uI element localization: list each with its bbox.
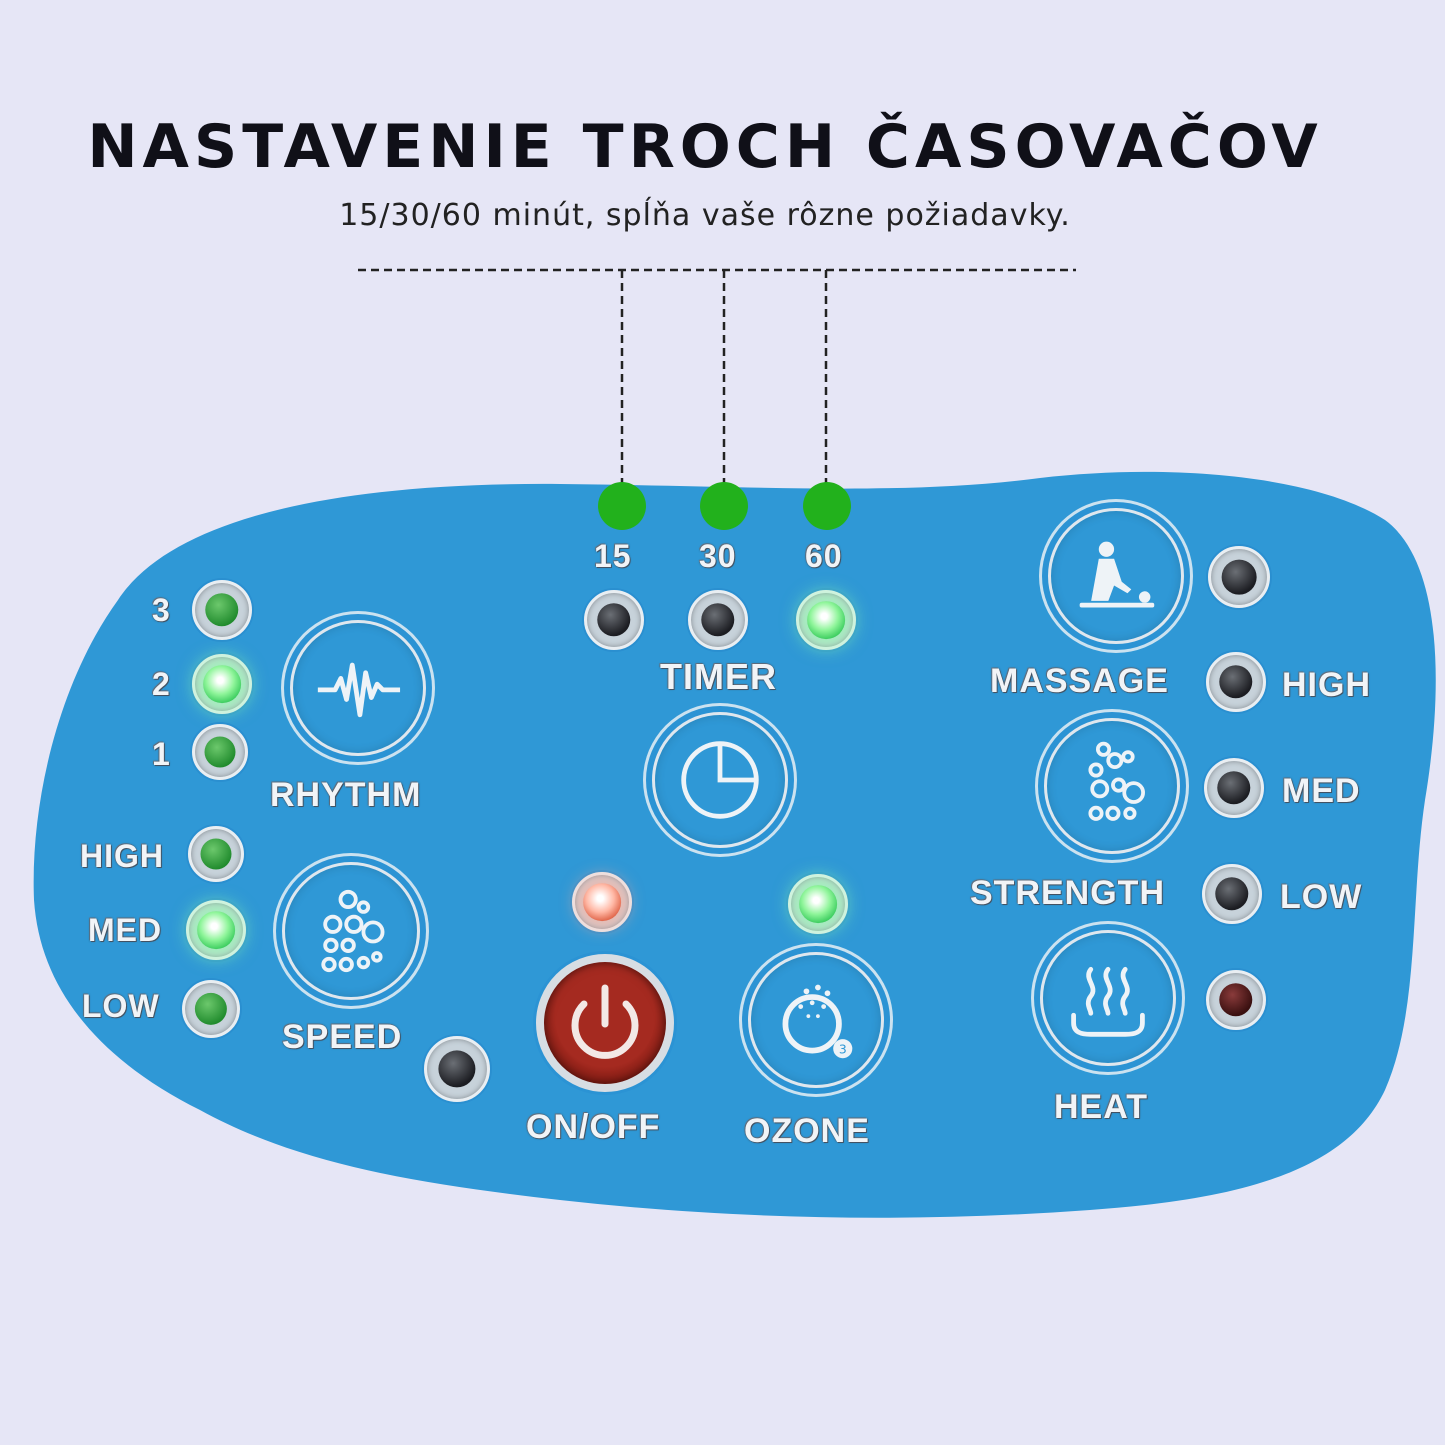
rhythm-1-indicator xyxy=(192,724,248,780)
rhythm-button[interactable] xyxy=(290,620,426,756)
strength-low-indicator xyxy=(1202,864,1262,924)
speed-med-label: MED xyxy=(88,912,163,948)
speed-med-indicator xyxy=(186,900,246,960)
timer-60-callout-dot xyxy=(803,482,851,530)
rhythm-level-1-label: 1 xyxy=(152,736,171,772)
massage-indicator xyxy=(1208,546,1270,608)
strength-med-label: MED xyxy=(1282,772,1361,810)
heat-indicator xyxy=(1206,970,1266,1030)
page-subtitle: 15/30/60 minút, spĺňa vaše rôzne požiada… xyxy=(339,198,1071,233)
strength-med-indicator xyxy=(1204,758,1264,818)
power-icon xyxy=(571,984,639,1059)
ozone-o3-icon: 3 xyxy=(782,984,853,1059)
timer-option-15-label: 15 xyxy=(594,538,632,574)
ozone-indicator xyxy=(788,874,848,934)
timer-15-callout-dot xyxy=(598,482,646,530)
speed-label: SPEED xyxy=(282,1018,403,1056)
rhythm-3-indicator xyxy=(192,580,252,640)
ozone-label: OZONE xyxy=(744,1112,870,1150)
heat-waves-icon xyxy=(1071,966,1145,1037)
timer-60-indicator xyxy=(796,590,856,650)
speed-low-indicator xyxy=(182,980,240,1038)
strength-high-indicator xyxy=(1206,652,1266,712)
page-title: NASTAVENIE TROCH ČASOVAČOV xyxy=(87,112,1323,182)
bubbles-icon xyxy=(1088,741,1145,821)
power-button[interactable] xyxy=(536,954,674,1092)
massage-label: MASSAGE xyxy=(990,662,1169,700)
speed-high-indicator xyxy=(188,826,244,882)
rhythm-level-2-label: 2 xyxy=(152,666,171,702)
clock-pie-icon xyxy=(681,741,759,819)
strength-button[interactable] xyxy=(1044,718,1180,854)
rhythm-label: RHYTHM xyxy=(270,776,422,814)
timer-callout-lines xyxy=(358,268,1076,490)
strength-low-label: LOW xyxy=(1280,878,1363,916)
heat-label: HEAT xyxy=(1054,1088,1149,1126)
rhythm-2-indicator xyxy=(192,654,252,714)
strength-label: STRENGTH xyxy=(970,874,1165,912)
rhythm-level-3-label: 3 xyxy=(152,592,171,628)
speed-aux-indicator xyxy=(424,1036,490,1102)
massage-person-icon xyxy=(1079,541,1155,608)
timer-option-60-label: 60 xyxy=(805,538,843,574)
massage-button[interactable] xyxy=(1048,508,1184,644)
timer-label: TIMER xyxy=(660,656,777,697)
svg-text:3: 3 xyxy=(839,1041,847,1056)
timer-option-30-label: 30 xyxy=(699,538,737,574)
ozone-button[interactable]: 3 xyxy=(748,952,884,1088)
strength-high-label: HIGH xyxy=(1282,666,1371,704)
bubbles-icon xyxy=(321,889,385,973)
speed-high-label: HIGH xyxy=(80,838,164,874)
timer-30-indicator xyxy=(688,590,748,650)
timer-15-indicator xyxy=(584,590,644,650)
timer-button[interactable] xyxy=(652,712,788,848)
heartbeat-wave-icon xyxy=(317,662,401,718)
power-label: ON/OFF xyxy=(526,1108,661,1146)
speed-low-label: LOW xyxy=(82,988,160,1024)
timer-30-callout-dot xyxy=(700,482,748,530)
heat-button[interactable] xyxy=(1040,930,1176,1066)
speed-button[interactable] xyxy=(282,862,420,1000)
power-indicator xyxy=(572,872,632,932)
